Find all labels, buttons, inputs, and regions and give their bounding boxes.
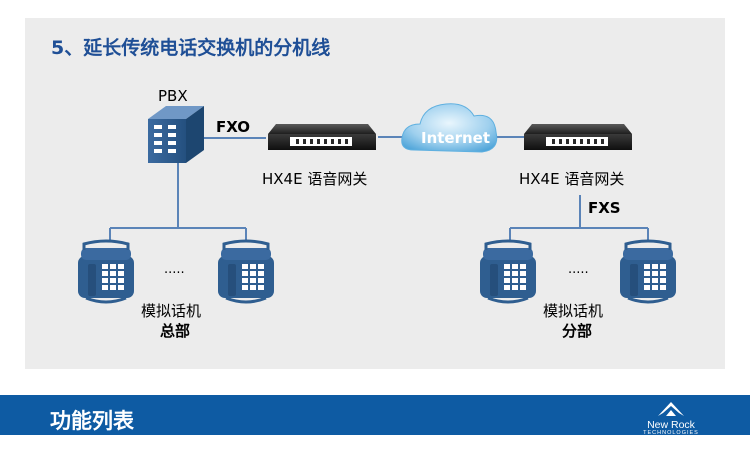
logo-subtitle: TECHNOLOGIES bbox=[643, 430, 699, 436]
internet-label: Internet bbox=[421, 129, 491, 147]
logo-name: New Rock bbox=[647, 419, 695, 431]
internet-cloud-icon bbox=[401, 103, 498, 153]
branch-phone-2-icon bbox=[618, 239, 678, 304]
footer-bar bbox=[0, 395, 750, 435]
pbx-icon bbox=[148, 106, 204, 163]
new-rock-logo-icon bbox=[658, 402, 684, 416]
branch-ellipsis: ..... bbox=[568, 262, 589, 277]
fxs-label: FXS bbox=[588, 199, 621, 217]
branch-phones-label: 模拟话机 bbox=[543, 302, 604, 320]
branch-phone-1-icon bbox=[478, 239, 538, 304]
hq-phone-2-icon bbox=[216, 239, 276, 304]
branch-site-label: 分部 bbox=[562, 322, 593, 340]
slide-title: 5、延长传统电话交换机的分机线 bbox=[51, 37, 331, 59]
gateway-left-icon bbox=[268, 124, 376, 150]
fxo-label: FXO bbox=[216, 118, 251, 136]
gateway-left-label: HX4E 语音网关 bbox=[262, 170, 368, 188]
pbx-label: PBX bbox=[158, 87, 188, 105]
hq-phones-label: 模拟话机 bbox=[141, 302, 202, 320]
gateway-right-label: HX4E 语音网关 bbox=[519, 170, 625, 188]
gateway-right-icon bbox=[524, 124, 632, 150]
hq-connections bbox=[109, 137, 266, 240]
hq-phone-1-icon bbox=[76, 239, 136, 304]
branch-connections bbox=[378, 136, 649, 240]
footer-title: 功能列表 bbox=[50, 409, 134, 433]
diagram-panel bbox=[25, 18, 725, 369]
hq-ellipsis: ..... bbox=[164, 262, 185, 277]
hq-site-label: 总部 bbox=[160, 322, 191, 340]
